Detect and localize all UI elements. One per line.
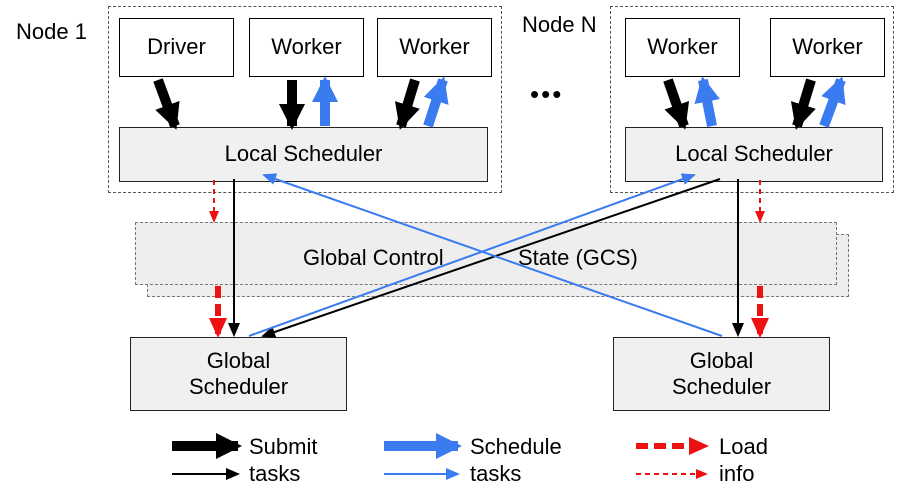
node-1-container	[108, 6, 502, 193]
legend-load-label: Load	[719, 434, 768, 459]
legend-arrows	[172, 433, 709, 480]
global-scheduler-1-line1: Global	[206, 347, 271, 373]
submit-arrow-worker-4	[790, 78, 816, 130]
local-scheduler-n: Local Scheduler	[625, 127, 883, 182]
legend-schedule-tasks-label: tasks	[470, 461, 522, 486]
ellipsis: •••	[530, 79, 564, 109]
global-scheduler-2-line2: Scheduler	[671, 374, 772, 399]
node-n-container	[610, 6, 894, 193]
worker-box-1: Worker	[249, 18, 364, 77]
submit-arrow-driver	[153, 78, 180, 130]
gcs-label-right: State (GCS)	[518, 245, 638, 270]
gcs-label-left: Global Control	[303, 245, 444, 270]
global-scheduler-1-line2: Scheduler	[188, 374, 289, 399]
thin-submit-lsn-gs1	[261, 178, 721, 338]
legend-info-label: info	[719, 461, 755, 486]
schedule-arrow-worker-3	[694, 76, 720, 127]
global-scheduler-1: Global Scheduler	[130, 337, 347, 411]
worker-box-3: Worker	[625, 18, 740, 77]
submit-arrow-worker-2	[394, 78, 420, 130]
submit-arrows	[153, 78, 816, 130]
local-scheduler-1: Local Scheduler	[119, 127, 488, 182]
legend-submit-tasks-label: tasks	[249, 461, 301, 486]
global-scheduler-2: Global Scheduler	[613, 337, 830, 411]
thin-schedule-gs2-ls1	[262, 173, 723, 337]
submit-arrow-worker-3	[663, 78, 690, 130]
driver-box: Driver	[119, 18, 234, 77]
thin-schedule-gs1-lsn	[248, 173, 696, 337]
legend-schedule-label: Schedule	[470, 434, 562, 459]
schedule-arrow-worker-4	[819, 76, 846, 128]
node-n-label: Node N	[522, 12, 597, 37]
legend-submit-label: Submit	[249, 434, 318, 459]
global-scheduler-2-line1: Global	[689, 347, 754, 373]
schedule-arrow-worker-2	[423, 76, 449, 128]
node-1-label: Node 1	[16, 19, 87, 44]
schedule-arrows	[312, 76, 846, 128]
